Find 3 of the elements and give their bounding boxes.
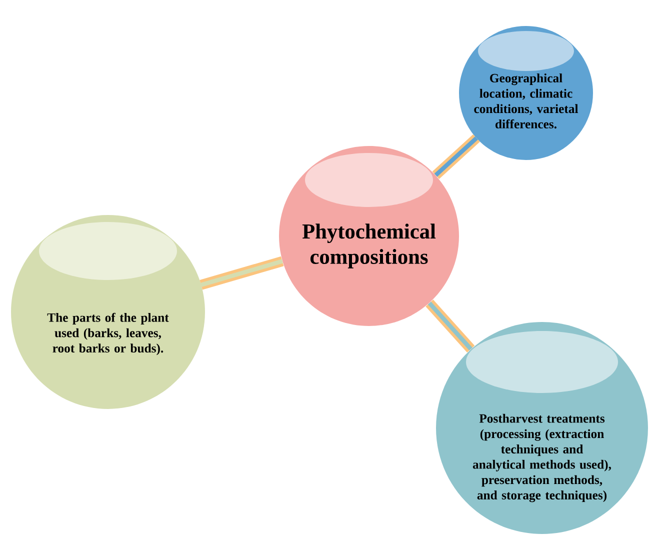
connector-bar — [200, 256, 284, 290]
connector-bar — [426, 300, 475, 352]
connector-bar — [432, 134, 480, 179]
